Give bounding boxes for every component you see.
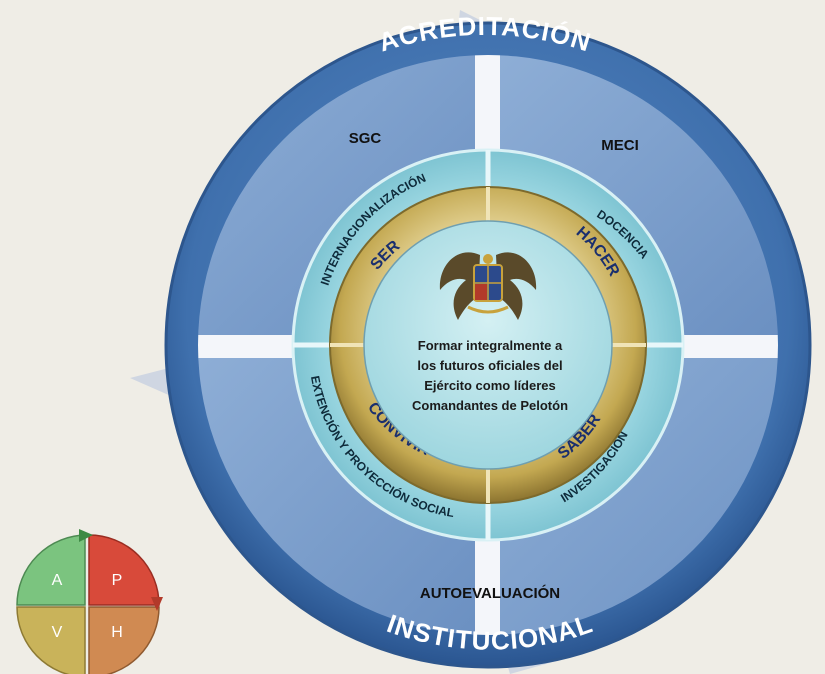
pdca-label-v: V [52, 624, 63, 641]
army-crest-icon [439, 252, 537, 320]
pdca-segment-h [88, 606, 160, 674]
pdca-label-a: A [52, 572, 63, 589]
pdca-segment-p [88, 534, 160, 606]
center-text-line-4: Comandantes de Pelotón [412, 398, 568, 413]
center-disc [363, 220, 613, 470]
pdca-label-h: H [111, 624, 123, 641]
center-text-line-1: Formar integralmente a [418, 338, 563, 353]
quadrant-label-sgc: SGC [349, 130, 382, 147]
pdca-arrow-icon [79, 529, 93, 542]
center-text-line-2: los futuros oficiales del [417, 358, 562, 373]
center-text-line-3: Ejército como líderes [424, 378, 556, 393]
pdca-segment-a [16, 534, 88, 606]
pdca-cycle: A P V H [16, 529, 163, 674]
quadrant-label-autoevaluacion: AUTOEVALUACIÓN [420, 584, 560, 602]
pdca-segment-v [16, 606, 86, 674]
quadrant-label-meci: MECI [601, 137, 639, 154]
pdca-arrow-icon [151, 597, 163, 611]
pdca-label-p: P [112, 572, 123, 589]
